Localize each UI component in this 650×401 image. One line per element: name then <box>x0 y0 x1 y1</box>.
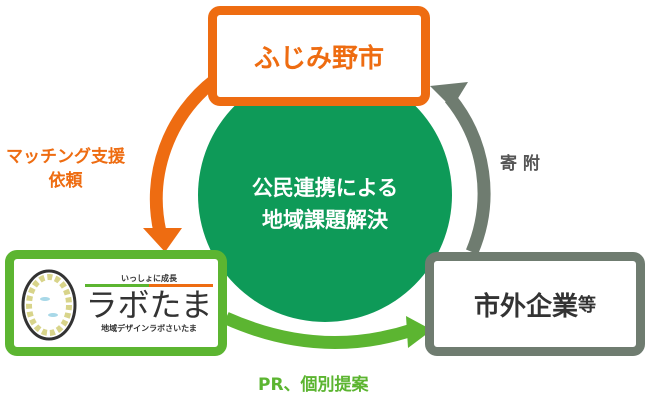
labtama-name: ラボたま <box>85 283 213 324</box>
city-box: ふじみ野市 <box>208 6 430 106</box>
arrow-bottom-head <box>406 316 432 348</box>
arrow-right-head <box>430 82 468 108</box>
egg-logo-icon <box>21 269 77 341</box>
arrow-left-orange <box>149 74 219 234</box>
center-line1: 公民連携による <box>251 176 399 200</box>
corp-suffix: 等 <box>578 295 596 316</box>
corp-box: 市外企業等 <box>425 252 645 356</box>
city-label: ふじみ野市 <box>253 43 384 74</box>
labtama-tagline: いっしょに成長 <box>120 273 177 283</box>
labtama-box: いっしょに成長 ラボたま 地域デザインラボさいたま <box>5 250 227 356</box>
center-line2: 地域課題解決 <box>262 208 388 232</box>
labtama-subtitle: 地域デザインラボさいたま <box>101 323 197 333</box>
arrow-right-gray <box>444 93 491 255</box>
label-matching-line2: 依頼 <box>48 171 83 191</box>
corp-label: 市外企業 <box>473 291 578 322</box>
label-donation: 寄 附 <box>500 154 540 174</box>
arrow-bottom-green <box>223 312 415 349</box>
label-matching-line1: マッチング支援 <box>6 147 125 167</box>
arrow-left-head <box>143 228 182 252</box>
label-pr: PR、個別提案 <box>258 375 369 395</box>
center-circle <box>198 68 452 322</box>
center-text: 公民連携による 地域課題解決 <box>225 172 425 236</box>
label-matching: マッチング支援 依頼 <box>6 145 125 193</box>
